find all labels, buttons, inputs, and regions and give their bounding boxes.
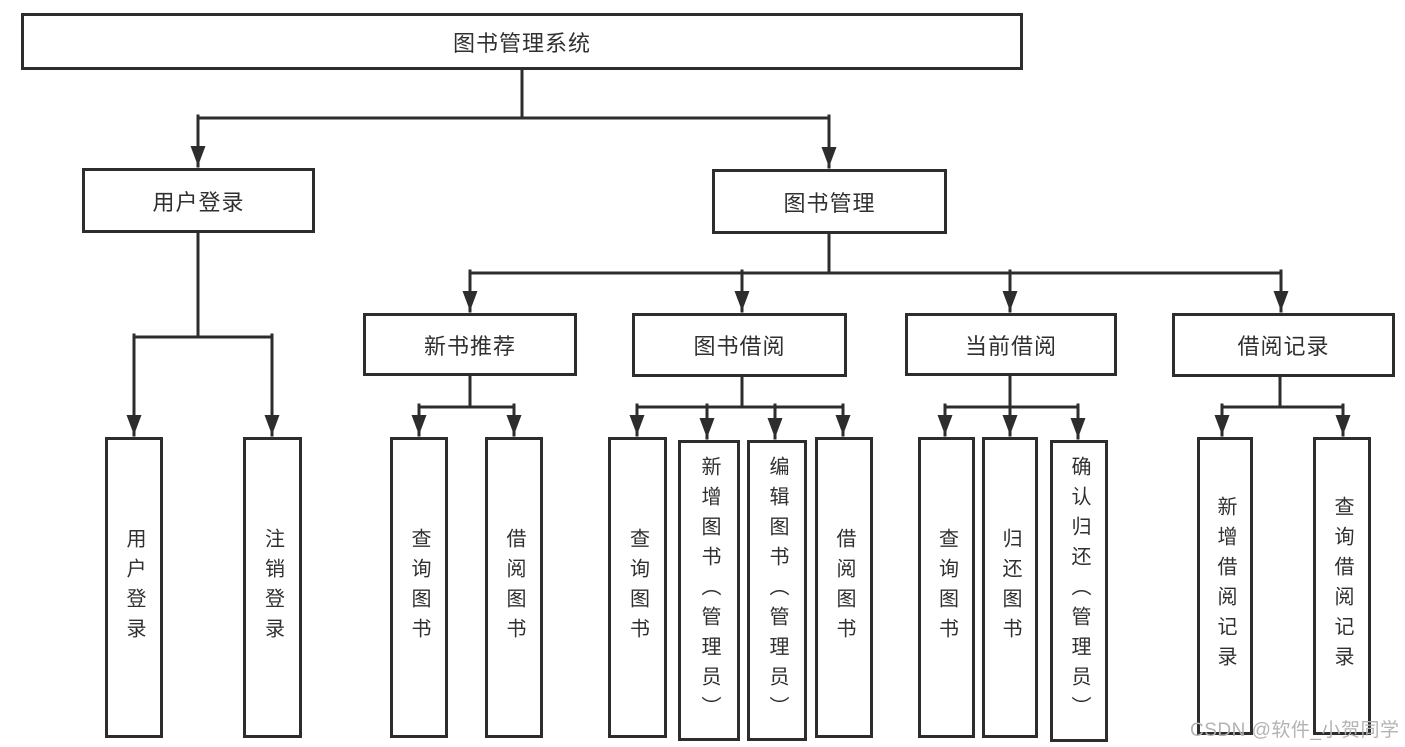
node-new-book-recommend: 新书推荐 bbox=[363, 313, 577, 376]
leaf-bb-edit-books-admin: 编辑图书（管理员） bbox=[747, 440, 807, 741]
leaf-cb-query-books: 查询图书 bbox=[918, 437, 975, 738]
leaf-br-query-borrow-record: 查询借阅记录 bbox=[1313, 437, 1371, 735]
node-book-borrow: 图书借阅 bbox=[632, 313, 847, 377]
leaf-bb-add-books-admin: 新增图书（管理员） bbox=[678, 440, 740, 741]
leaf-logout-login: 注销登录 bbox=[243, 437, 302, 738]
node-user-login: 用户登录 bbox=[82, 168, 315, 233]
node-borrow-records: 借阅记录 bbox=[1172, 313, 1395, 377]
leaf-br-add-borrow-record: 新增借阅记录 bbox=[1197, 437, 1253, 735]
node-library-system: 图书管理系统 bbox=[21, 13, 1023, 70]
leaf-cb-confirm-return-admin: 确认归还（管理员） bbox=[1050, 440, 1108, 742]
leaf-bb-borrow-books: 借阅图书 bbox=[815, 437, 873, 738]
leaf-cb-return-books: 归还图书 bbox=[982, 437, 1038, 738]
watermark-text: CSDN @软件_小贺同学 bbox=[1190, 720, 1400, 741]
leaf-bb-query-books: 查询图书 bbox=[608, 437, 667, 738]
leaf-user-login: 用户登录 bbox=[105, 437, 163, 738]
node-book-management: 图书管理 bbox=[712, 169, 947, 234]
leaf-nb-query-books: 查询图书 bbox=[390, 437, 448, 738]
node-current-borrow: 当前借阅 bbox=[905, 313, 1117, 376]
leaf-nb-borrow-books: 借阅图书 bbox=[485, 437, 543, 738]
